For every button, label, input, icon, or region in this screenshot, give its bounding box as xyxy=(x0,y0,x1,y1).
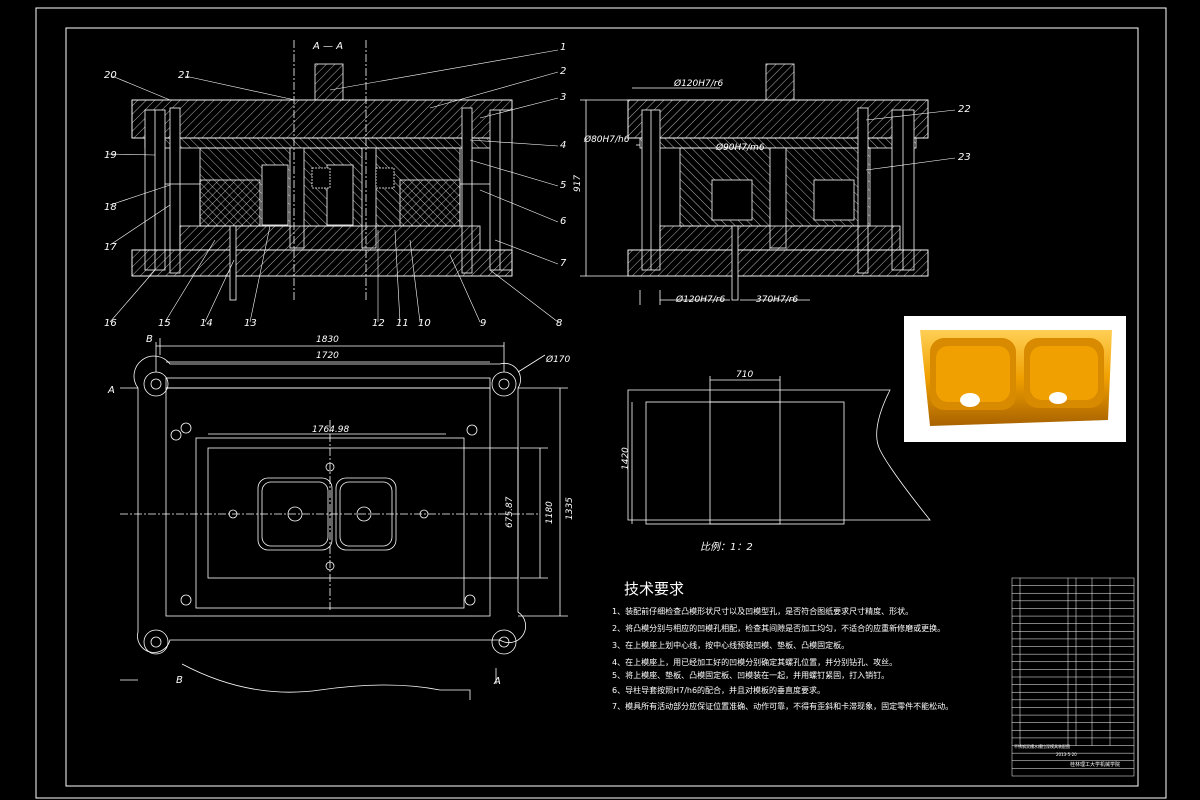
section-mark-a-bottom: A xyxy=(493,676,501,687)
blank-width: 710 xyxy=(736,370,753,380)
dim-675: 675.87 xyxy=(505,496,515,528)
tech-item-1: 1、装配前仔细检查凸模形状尺寸以及凹模型孔，是否符合图纸要求尺寸精度、形状。 xyxy=(612,606,913,616)
leader-right xyxy=(865,109,956,171)
balloon-20: 20 xyxy=(104,70,117,81)
section-mark-a-top: A xyxy=(107,385,115,396)
balloon-10: 10 xyxy=(418,318,431,329)
dim-80: Ø80H7/h6 xyxy=(583,134,630,145)
balloon-19: 19 xyxy=(104,150,117,161)
plan-dim-labels: 1830 1720 1764.98 Ø170 675.87 1180 1335 … xyxy=(107,334,575,687)
title-block-school: 桂林理工大学机械学院 xyxy=(1070,761,1120,768)
dim-120-top: Ø120H7/r6 xyxy=(673,78,723,89)
title-block-date: 2013-5-20 xyxy=(1056,752,1077,757)
dim-1180: 1180 xyxy=(545,501,555,524)
balloon-6: 6 xyxy=(560,216,566,227)
dim-1335: 1335 xyxy=(565,497,575,520)
bom-table xyxy=(1011,577,1135,777)
balloon-4: 4 xyxy=(560,140,566,151)
tech-item-5: 5、将上模座、垫板、凸模固定板、凹模装在一起，并用螺钉紧固，打入销钉。 xyxy=(612,670,889,680)
tech-item-6: 6、导柱导套按照H7/h6的配合，并且对模板的垂直度要求。 xyxy=(612,685,825,695)
balloon-5: 5 xyxy=(560,180,566,191)
balloon-11: 11 xyxy=(396,318,409,329)
tech-item-2: 2、将凸模分别与相应的凹模孔相配，检查其间隙是否加工均匀，不适合的应重新修磨或更… xyxy=(612,623,945,633)
tech-title: 技术要求 xyxy=(624,580,684,598)
balloon-21: 21 xyxy=(178,70,191,81)
balloon-22: 22 xyxy=(958,104,971,115)
balloon-group-left xyxy=(107,49,559,323)
balloon-15: 15 xyxy=(158,318,171,329)
balloon-3: 3 xyxy=(560,92,566,103)
dim-90: Ø90H7/m6 xyxy=(715,142,765,153)
balloon-1: 1 xyxy=(560,42,566,53)
balloon-16: 16 xyxy=(104,318,117,329)
title-block: 桂林理工大学机械学院 不锈钢双槽水槽拉深模具装配图 2013-5-20 xyxy=(1014,743,1120,768)
balloon-17: 17 xyxy=(104,242,117,253)
balloon-labels-left: 1 2 3 4 5 6 7 8 9 10 11 12 13 14 15 16 1… xyxy=(104,42,567,329)
tech-item-7: 7、模具所有活动部分应保证位置准确、动作可靠，不得有歪斜和卡滞现象，固定零件不能… xyxy=(612,701,953,711)
balloon-23: 23 xyxy=(958,152,971,163)
outer-frame xyxy=(35,7,1167,799)
blank-view xyxy=(627,376,931,525)
balloon-2: 2 xyxy=(560,66,566,77)
tech-item-4: 4、在上模座上，用已经加工好的凹模分别确定其螺孔位置，并分别钻孔、攻丝。 xyxy=(612,657,897,667)
inner-frame xyxy=(65,27,1139,787)
balloon-9: 9 xyxy=(480,318,486,329)
section-view-right xyxy=(580,63,929,305)
blank-labels: 710 1420 比例：1：2 xyxy=(621,370,753,553)
dims-right-labels: Ø120H7/r6 Ø80H7/h6 Ø90H7/m6 Ø120H7/r6 37… xyxy=(573,78,971,305)
balloon-18: 18 xyxy=(104,202,117,213)
dim-170: Ø170 xyxy=(545,354,571,365)
dim-1830: 1830 xyxy=(316,335,339,345)
tech-item-3: 3、在上模座上划中心线，按中心线预装凹模、垫板、凸模固定板。 xyxy=(612,640,849,650)
balloon-8: 8 xyxy=(556,318,562,329)
blank-scale: 比例：1：2 xyxy=(700,541,753,553)
balloon-12: 12 xyxy=(372,318,385,329)
blank-height: 1420 xyxy=(621,447,631,470)
dim-1720: 1720 xyxy=(316,351,339,361)
dim-917: 917 xyxy=(573,175,583,192)
plan-view xyxy=(120,338,568,700)
sink-render xyxy=(904,316,1126,442)
balloon-14: 14 xyxy=(200,318,213,329)
title-block-drawing-title: 不锈钢双槽水槽拉深模具装配图 xyxy=(1014,743,1070,749)
section-view-aa: A — A xyxy=(131,40,513,301)
balloon-13: 13 xyxy=(244,318,257,329)
section-label: A — A xyxy=(312,41,343,52)
sink-drain-right xyxy=(1049,392,1067,404)
section-mark-b-top: B xyxy=(146,334,153,345)
dim-370: 370H7/r6 xyxy=(756,295,798,305)
dim-1764: 1764.98 xyxy=(312,425,349,435)
dim-120-bottom: Ø120H7/r6 xyxy=(675,294,725,305)
sink-drain-left xyxy=(960,393,980,407)
section-mark-b-bottom: B xyxy=(176,675,183,686)
tech-requirements: 技术要求 1、装配前仔细检查凸模形状尺寸以及凹模型孔，是否符合图纸要求尺寸精度、… xyxy=(612,580,953,711)
balloon-7: 7 xyxy=(560,258,567,269)
